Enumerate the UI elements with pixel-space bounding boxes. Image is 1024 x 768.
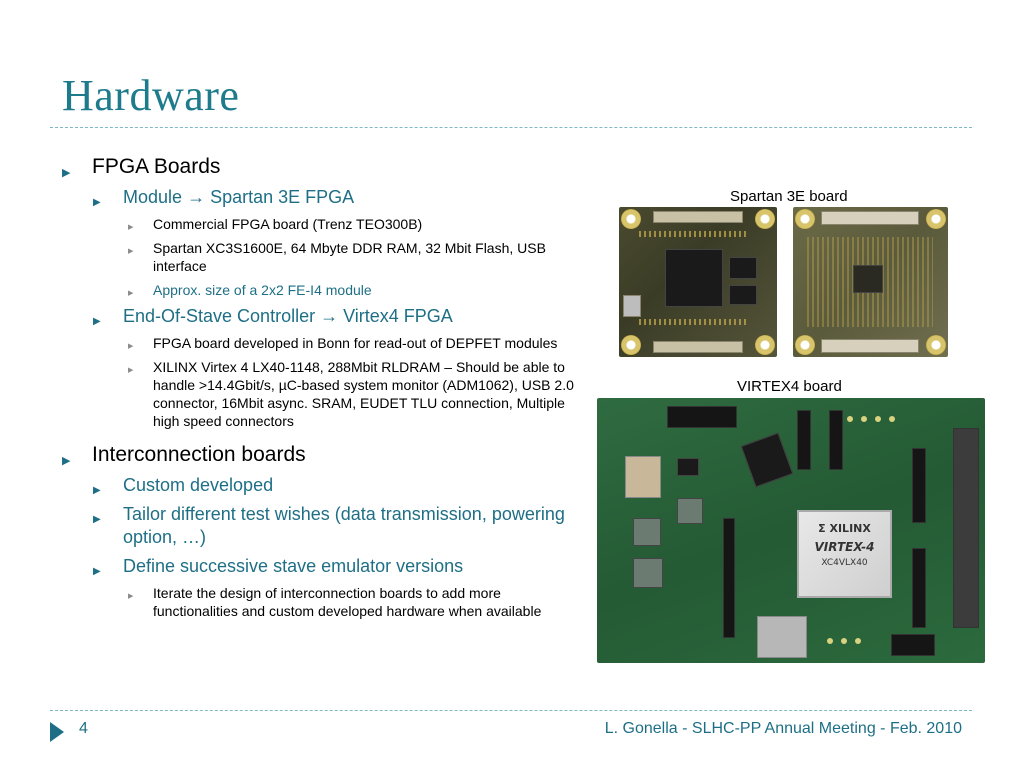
bullet-arrow-icon: ▶ — [128, 248, 134, 255]
bullet-eos: ▶ End-Of-Stave Controller → Virtex4 FPGA — [60, 305, 580, 328]
bullet-arrow-icon: ▶ — [93, 514, 101, 525]
bullet-fpga-boards: ▶ FPGA Boards — [60, 154, 580, 180]
connector — [912, 548, 926, 628]
connector — [912, 448, 926, 523]
bullet-arrow-icon: ▶ — [93, 485, 101, 496]
connector — [829, 410, 843, 470]
bullet-arrow-icon: ▶ — [128, 367, 134, 374]
virtex4-board-image: Σ XILINX VIRTEX-4 XC4VLX40 — [597, 398, 985, 663]
title-divider — [50, 127, 972, 128]
memory-chip — [740, 432, 794, 488]
connector — [653, 211, 743, 223]
component — [677, 498, 703, 524]
fpga-chip — [665, 249, 723, 307]
spartan-board-front-image — [619, 207, 777, 357]
bullet-module-item: ▶ Commercial FPGA board (Trenz TEO300B) — [60, 215, 580, 233]
connector — [891, 634, 935, 656]
bullet-arrow-icon: ▶ — [128, 290, 134, 297]
bullet-arrow-icon: ▶ — [62, 455, 71, 467]
led — [841, 638, 847, 644]
bullet-arrow-icon: ▶ — [128, 593, 134, 600]
led — [861, 416, 867, 422]
right-arrow-icon: → — [320, 306, 339, 326]
bullet-eos-item: ▶ XILINX Virtex 4 LX40-1148, 288Mbit RLD… — [128, 359, 574, 429]
connector — [625, 456, 661, 498]
bullet-module-item: ▶ Approx. size of a 2x2 FE-I4 module — [60, 281, 580, 299]
trace — [639, 231, 749, 237]
mount-hole — [926, 209, 946, 229]
bullet-arrow-icon: ▶ — [93, 197, 101, 208]
virtex4-fpga-chip: Σ XILINX VIRTEX-4 XC4VLX40 — [797, 510, 892, 598]
memory-chip — [729, 285, 757, 305]
led — [855, 638, 861, 644]
component — [633, 518, 661, 546]
usb-connector — [623, 295, 641, 317]
edge-connector — [953, 428, 979, 628]
bullet-arrow-icon: ▶ — [93, 316, 101, 327]
connector — [797, 410, 811, 470]
led — [875, 416, 881, 422]
page-number: 4 — [79, 720, 88, 737]
footer-divider — [50, 710, 972, 711]
bullet-module-item: ▶ Spartan XC3S1600E, 64 Mbyte DDR RAM, 3… — [128, 240, 546, 274]
led — [827, 638, 833, 644]
bullet-module: ▶ Module → Spartan 3E FPGA — [60, 186, 580, 209]
memory-chip — [729, 257, 757, 279]
mount-hole — [795, 335, 815, 355]
mount-hole — [755, 209, 775, 229]
connector — [821, 211, 919, 225]
right-arrow-icon: → — [187, 187, 206, 207]
mount-hole — [926, 335, 946, 355]
footer-triangle-icon — [50, 722, 64, 742]
spartan-board-back-image — [793, 207, 948, 357]
bullet-list: ▶ FPGA Boards ▶ Module → Spartan 3E FPGA… — [60, 148, 580, 620]
led — [889, 416, 895, 422]
bullet-tailor: ▶ Tailor different test wishes (data tra… — [93, 504, 565, 547]
bullet-arrow-icon: ▶ — [128, 343, 134, 350]
connector — [821, 339, 919, 353]
slide-title: Hardware — [62, 71, 240, 120]
bullet-define-item: ▶ Iterate the design of interconnection … — [128, 585, 542, 619]
led — [847, 416, 853, 422]
bullet-interconnection: ▶ Interconnection boards — [60, 442, 580, 468]
spartan-caption: Spartan 3E board — [730, 188, 848, 205]
connector — [723, 518, 735, 638]
bullet-arrow-icon: ▶ — [128, 224, 134, 231]
bullet-custom: ▶ Custom developed — [60, 474, 580, 497]
ethernet-port — [757, 616, 807, 658]
footer-text: L. Gonella - SLHC-PP Annual Meeting - Fe… — [604, 720, 962, 737]
bullet-define: ▶ Define successive stave emulator versi… — [60, 555, 580, 578]
mount-hole — [621, 335, 641, 355]
virtex-caption: VIRTEX4 board — [737, 378, 842, 395]
connector — [667, 406, 737, 428]
mount-hole — [621, 209, 641, 229]
mount-hole — [755, 335, 775, 355]
component — [853, 265, 883, 293]
trace — [639, 319, 749, 325]
component — [677, 458, 699, 476]
connector — [653, 341, 743, 353]
mount-hole — [795, 209, 815, 229]
bullet-arrow-icon: ▶ — [62, 167, 71, 179]
bullet-arrow-icon: ▶ — [93, 566, 101, 577]
component — [633, 558, 663, 588]
bullet-eos-item: ▶ FPGA board developed in Bonn for read-… — [60, 334, 580, 352]
